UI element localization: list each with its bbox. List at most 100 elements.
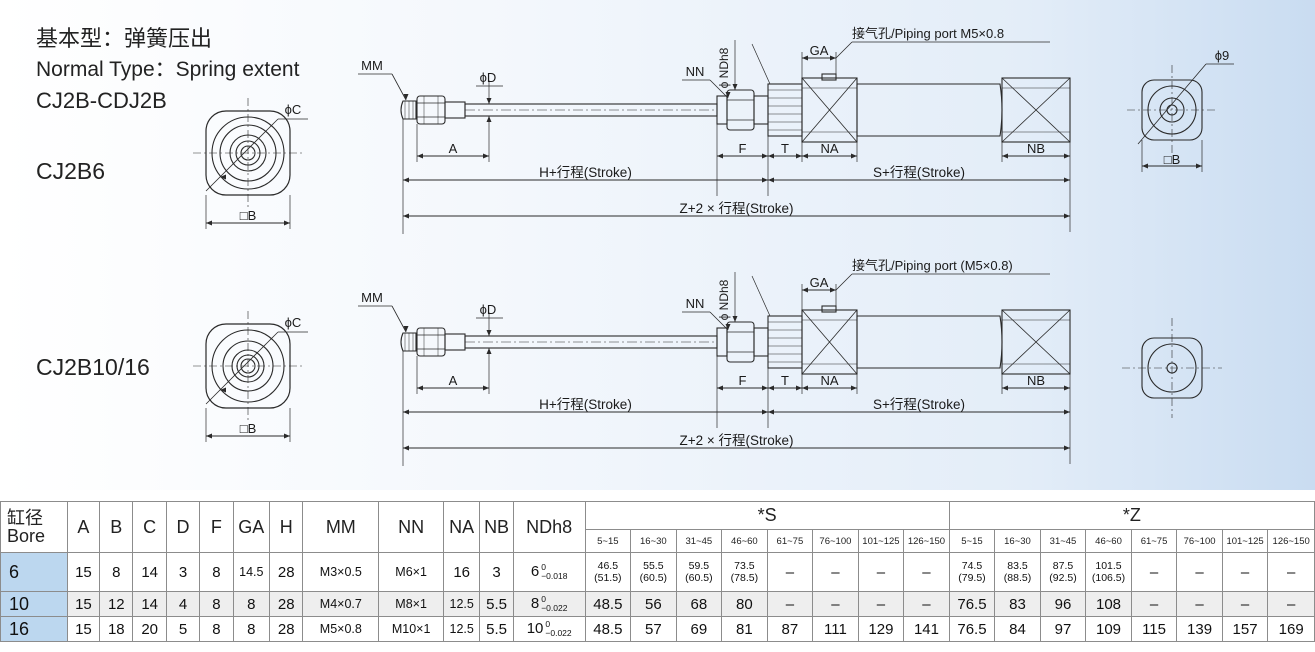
s-value-cell: 55.5 (60.5) xyxy=(630,552,677,592)
arrowhead xyxy=(284,433,290,439)
header-col-c: C xyxy=(132,501,167,553)
arrowhead xyxy=(1002,385,1008,391)
table-cell: 20 xyxy=(132,616,167,642)
label-piping-port: 接气孔/Piping port M5×0.8 xyxy=(852,26,1004,41)
z-value-cell: 84 xyxy=(994,616,1041,642)
z-value-cell: – xyxy=(1221,591,1269,617)
heading-series: CJ2B-CDJ2B xyxy=(36,88,167,113)
label-piping-port: 接气孔/Piping port (M5×0.8) xyxy=(852,258,1013,273)
rod-nut xyxy=(416,95,446,125)
z-group-header: *Z xyxy=(948,501,1315,530)
label-sq-b-right: □B xyxy=(1164,152,1181,167)
header-col-h: H xyxy=(269,501,304,553)
s-value-cell: – xyxy=(903,591,950,617)
arrowhead xyxy=(1064,409,1070,415)
table-cell: 12.5 xyxy=(442,591,481,617)
arrowhead xyxy=(762,177,768,183)
s-value-cell: – xyxy=(766,591,814,617)
header-col-nb: NB xyxy=(479,501,514,553)
label-sq-b: □B xyxy=(240,208,257,223)
arrowhead xyxy=(830,55,836,61)
z-range-header: 46~60 xyxy=(1085,529,1132,553)
label-phi9: ϕ9 xyxy=(1215,48,1230,63)
leader-line xyxy=(205,118,279,192)
label-phi-c: ϕC xyxy=(285,102,302,117)
z-value-cell: 108 xyxy=(1085,591,1132,617)
heading-english: Normal Type：Spring extent xyxy=(36,58,300,81)
s-range-header: 61~75 xyxy=(766,529,814,553)
table-cell: 8 xyxy=(199,552,234,592)
arrowhead xyxy=(851,153,857,159)
s-value-cell: 46.5 (51.5) xyxy=(584,552,632,592)
rod-nut xyxy=(416,327,446,357)
label-na: NA xyxy=(820,373,838,388)
arrowhead xyxy=(403,445,409,451)
arrowhead xyxy=(768,153,774,159)
arrowhead xyxy=(802,153,808,159)
z-value-cell: 109 xyxy=(1085,616,1132,642)
arrowhead xyxy=(762,409,768,415)
s-value-cell: – xyxy=(812,552,859,592)
arrowhead xyxy=(403,213,409,219)
ndh8-value: 10 xyxy=(526,619,544,637)
ndh8-tolerance: 0−0.018 xyxy=(541,563,567,581)
header-col-b: B xyxy=(99,501,134,553)
arrowhead xyxy=(851,385,857,391)
leader-line xyxy=(709,79,729,99)
arrowhead xyxy=(725,324,731,330)
arrowhead xyxy=(417,153,423,159)
header-col-mm: MM xyxy=(302,501,380,553)
rod-thread-end xyxy=(400,100,417,120)
table-cell: 18 xyxy=(99,616,134,642)
s-value-cell: – xyxy=(857,552,905,592)
rod-cover xyxy=(767,315,803,369)
hex-cross-line xyxy=(1001,309,1071,375)
z-value-cell: – xyxy=(1176,552,1223,592)
arrowhead xyxy=(1196,163,1202,169)
s-value-cell: 48.5 xyxy=(584,591,632,617)
label-mm: MM xyxy=(361,58,383,73)
s-range-header: 31~45 xyxy=(675,529,723,553)
label-ga: GA xyxy=(810,275,829,290)
table-cell: 12 xyxy=(99,591,134,617)
cylinder-barrel xyxy=(856,83,1003,137)
z-value-cell: – xyxy=(1176,591,1223,617)
ndh8-tolerance: 0−0.022 xyxy=(541,595,567,613)
arrowhead xyxy=(403,409,409,415)
z-value-cell: 83.5 (88.5) xyxy=(994,552,1041,592)
tolerance-upper: 0 xyxy=(541,562,546,573)
table-cell: 8 xyxy=(99,552,134,592)
arrowhead xyxy=(403,94,409,100)
z-value-cell: – xyxy=(1267,591,1315,617)
piping-port xyxy=(821,305,837,313)
arrowhead xyxy=(830,287,836,293)
table-cell: M4×0.7 xyxy=(302,591,380,617)
label-nn: NN xyxy=(686,64,705,79)
rod-shoulder xyxy=(444,101,466,119)
arrowhead xyxy=(802,385,808,391)
s-value-cell: – xyxy=(903,552,950,592)
z-value-cell: 83 xyxy=(994,591,1041,617)
arrowhead xyxy=(796,385,802,391)
s-value-cell: 57 xyxy=(630,616,677,642)
s-value-cell: 69 xyxy=(675,616,723,642)
s-value-cell: – xyxy=(766,552,814,592)
label-t: T xyxy=(781,373,789,388)
arrowhead xyxy=(206,220,212,226)
leader-line xyxy=(391,73,407,101)
header-col-na: NA xyxy=(442,501,481,553)
z-range-header: 126~150 xyxy=(1267,529,1315,553)
header-col-f: F xyxy=(199,501,234,553)
z-range-header: 5~15 xyxy=(948,529,996,553)
s-value-cell: 80 xyxy=(721,591,768,617)
tolerance-lower: −0.022 xyxy=(545,628,572,639)
s-range-header: 76~100 xyxy=(812,529,859,553)
arrowhead xyxy=(768,409,774,415)
table-cell: 14.5 xyxy=(232,552,271,592)
mount-nut xyxy=(726,89,755,131)
label-phi-d: ϕD xyxy=(480,70,497,85)
s-value-cell: 81 xyxy=(721,616,768,642)
